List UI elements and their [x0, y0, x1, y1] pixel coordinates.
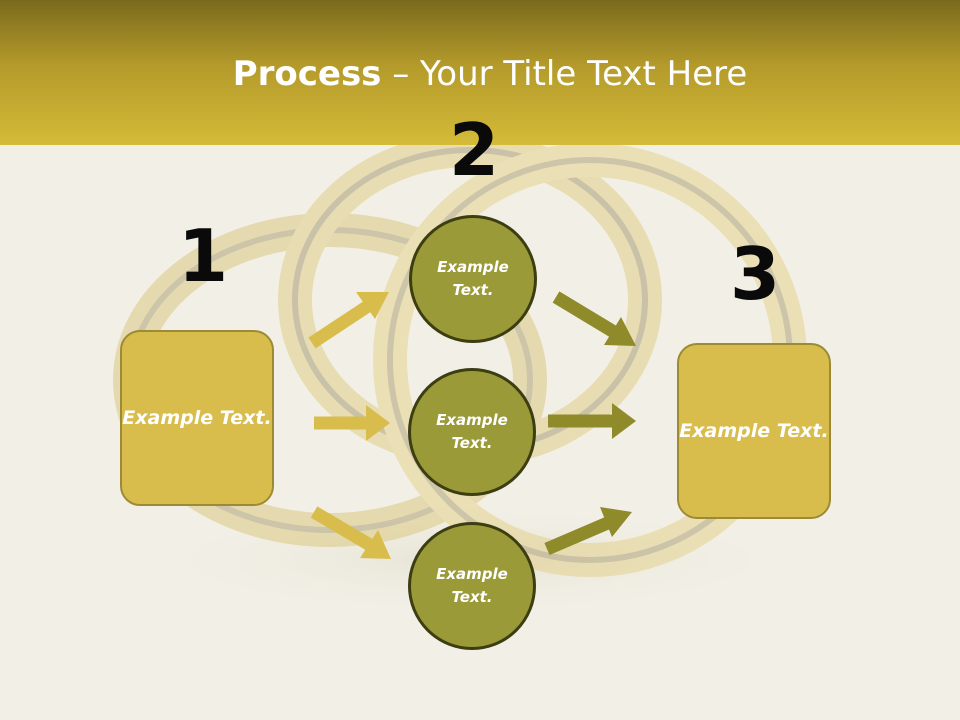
box-right-text: Example Text. [679, 419, 829, 442]
circle-top: Example Text. [409, 215, 537, 343]
header-bar [0, 0, 960, 145]
circle-top-text: Example Text. [437, 258, 509, 299]
box-right: Example Text. [677, 343, 831, 519]
box-left: Example Text. [120, 330, 274, 506]
title-rest: – Your Title Text Here [381, 54, 748, 94]
step-number-3: 3 [730, 232, 781, 316]
step-number-1: 1 [178, 214, 229, 298]
circle-middle: Example Text. [408, 368, 536, 496]
box-left-text: Example Text. [122, 406, 272, 429]
circle-middle-text: Example Text. [436, 411, 508, 452]
circle-bottom: Example Text. [408, 522, 536, 650]
step-number-2: 2 [449, 108, 500, 192]
circle-bottom-text: Example Text. [436, 565, 508, 606]
title-bold: Process [232, 54, 382, 94]
slide-title: Process – Your Title Text Here [0, 52, 960, 96]
